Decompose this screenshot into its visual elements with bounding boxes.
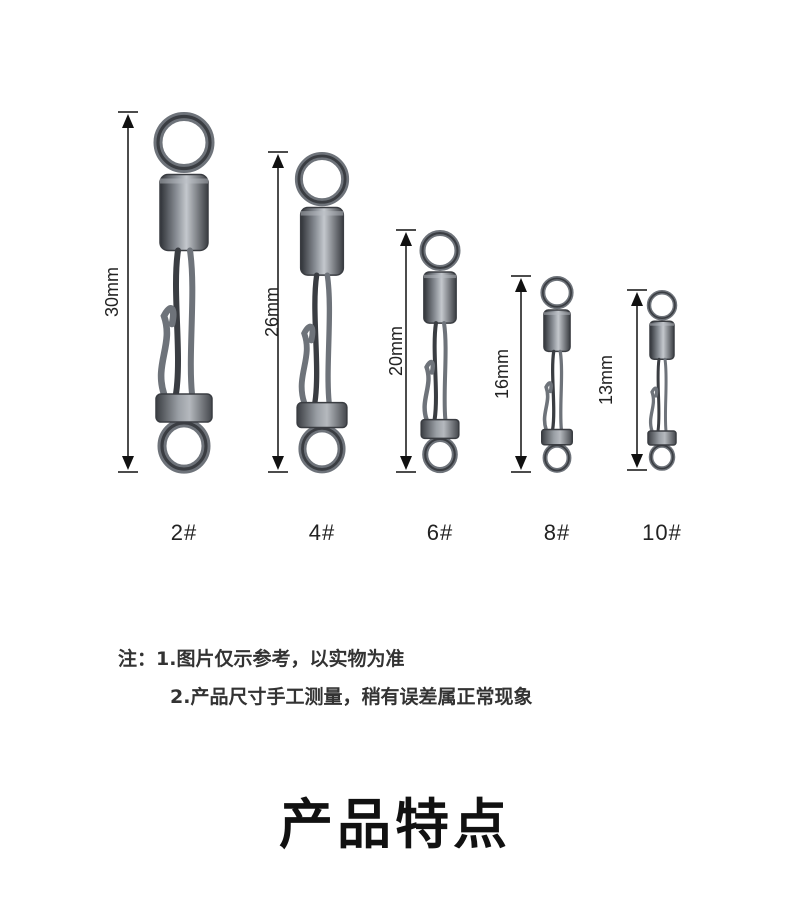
arrowhead-up (515, 278, 527, 292)
swivel-2 (294, 152, 350, 474)
length-label: 20mm (386, 326, 406, 376)
wire-strand (173, 247, 181, 397)
clip-sleeve (296, 401, 348, 429)
length-label: 13mm (596, 355, 616, 405)
length-label: 26mm (262, 287, 282, 337)
clip-sleeve (647, 430, 677, 446)
swivel-1 (153, 112, 215, 474)
clip-sleeve (420, 418, 460, 440)
arrowhead-up (122, 114, 134, 128)
arrowhead-down (631, 454, 643, 468)
wire-strand (558, 349, 564, 432)
barrel-highlight (423, 274, 457, 279)
swivel-3 (419, 229, 461, 474)
wire-strand (187, 247, 196, 397)
arrowhead-down (122, 456, 134, 470)
wire-strand (432, 321, 438, 422)
top-eye-shadow (421, 231, 459, 270)
swivel-barrel (159, 173, 209, 252)
size-label: 4# (308, 520, 336, 545)
clip-sleeve (541, 428, 573, 446)
swivel-barrel (649, 320, 675, 360)
top-eye-shadow (648, 291, 676, 320)
dimension-arrow-3: 20mm (386, 229, 416, 473)
bottom-loop-shadow (424, 437, 456, 472)
top-eye-shadow (541, 277, 573, 308)
arrowhead-down (400, 456, 412, 470)
arrowhead-down (272, 456, 284, 470)
wire-strand (324, 272, 333, 406)
bottom-loop-shadow (650, 444, 674, 470)
snap-clip (157, 305, 177, 398)
dimension-arrow-4: 16mm (492, 275, 531, 473)
bottom-loop-shadow (301, 426, 343, 471)
arrowhead-down (515, 456, 527, 470)
snap-clip (422, 359, 436, 422)
wire-strand (551, 349, 556, 432)
wire-strand (656, 357, 661, 433)
bottom-loop-shadow (160, 421, 208, 471)
barrel-highlight (543, 312, 571, 315)
notes-block: 注：1.图片仅示参考，以实物为准 2.产品尺寸手工测量，稍有误差属正常现象 (118, 640, 532, 716)
features-title: 产品特点 (279, 793, 511, 856)
clip-sleeve (155, 393, 213, 423)
top-eye-shadow (156, 114, 212, 171)
arrowhead-up (631, 292, 643, 306)
snap-clip (298, 323, 316, 406)
note-line-1: 注：1.图片仅示参考，以实物为准 (118, 648, 405, 670)
length-label: 30mm (102, 267, 122, 317)
swivel-barrel (423, 271, 457, 324)
swivel-barrel (543, 309, 571, 353)
arrowhead-up (400, 232, 412, 246)
bottom-loop-shadow (544, 444, 570, 472)
dimension-arrow-5: 13mm (596, 289, 647, 471)
dimension-arrow-1: 30mm (102, 111, 138, 473)
size-label: 6# (426, 520, 454, 545)
wire-strand (312, 272, 320, 406)
swivel-barrel (299, 206, 345, 276)
length-label: 16mm (492, 349, 512, 399)
snap-clip (648, 386, 659, 433)
swivel-4 (540, 276, 574, 473)
swivel-5 (646, 290, 678, 471)
size-label: 2# (170, 520, 198, 545)
arrowhead-up (272, 154, 284, 168)
top-eye-shadow (297, 154, 347, 204)
size-label: 10# (642, 520, 682, 545)
wire-strand (442, 321, 448, 422)
snap-clip (542, 381, 553, 432)
barrel-highlight (160, 178, 208, 184)
size-label: 8# (543, 520, 571, 545)
wire-strand (663, 357, 668, 433)
dimension-arrow-2: 26mm (262, 151, 288, 473)
barrel-highlight (300, 211, 344, 216)
note-line-2: 2.产品尺寸手工测量，稍有误差属正常现象 (170, 686, 533, 708)
barrel-highlight (650, 323, 674, 326)
